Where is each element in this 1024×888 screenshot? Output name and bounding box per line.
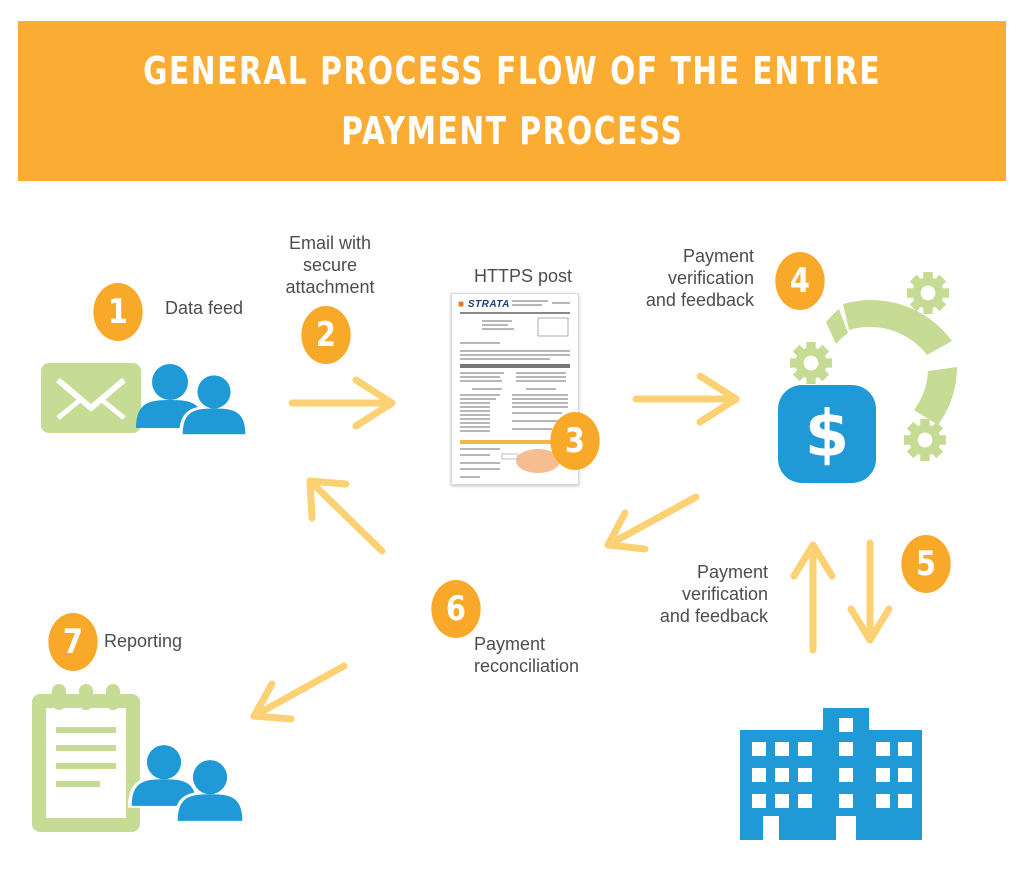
- invoice-lines: [460, 300, 570, 478]
- step-1-badge: 1: [93, 283, 143, 341]
- arrow-down: [847, 539, 893, 644]
- invoice-document-icon: ■ STRATA: [451, 293, 579, 485]
- step-2-label-line-1: Email with: [288, 233, 372, 253]
- building-icon: [740, 708, 922, 840]
- step-6-badge: 6: [431, 580, 481, 638]
- arrow-diagonal-to-2: [306, 477, 386, 555]
- users-icon: [136, 364, 249, 437]
- step-7-badge: 7: [48, 613, 98, 671]
- arrow-right-1: [288, 376, 396, 430]
- step-4-label: Payment verification and feedback: [632, 245, 754, 311]
- step-6-label-line-1: Payment: [474, 634, 546, 654]
- envelope-icon: [41, 363, 141, 433]
- step-3-label: HTTPS post: [474, 266, 573, 286]
- reporting-users-icon: [127, 743, 247, 823]
- step-6-label-line-2: reconciliation: [474, 656, 580, 676]
- step-2-label-line-3: attachment: [285, 277, 375, 297]
- step-2-label: Email with secure attachment: [277, 232, 383, 298]
- step-4-badge: 4: [775, 252, 825, 310]
- title-banner: GENERAL PROCESS FLOW OF THE ENTIRE PAYME…: [18, 21, 1006, 181]
- step-4-label-line-1: Payment: [682, 246, 754, 266]
- step-5-label-line-2: verification: [681, 584, 768, 604]
- step-5-label-line-3: and feedback: [659, 606, 768, 626]
- step-3-badge: 3: [550, 412, 600, 470]
- arrow-diagonal-to-7: [250, 662, 348, 723]
- step-5-label-line-1: Payment: [696, 562, 768, 582]
- title-line-1: GENERAL PROCESS FLOW OF THE ENTIRE: [142, 49, 882, 93]
- svg-text:$: $: [805, 398, 850, 472]
- step-4-label-line-2: verification: [667, 268, 754, 288]
- invoice-logo-text: STRATA: [467, 299, 510, 310]
- arrow-right-2: [632, 372, 740, 426]
- step-4-label-line-3: and feedback: [645, 290, 754, 310]
- dollar-icon: $: [778, 385, 876, 483]
- gears-icon: [790, 272, 957, 461]
- step-5-label: Payment verification and feedback: [646, 561, 768, 627]
- title-line-2: PAYMENT PROCESS: [340, 109, 684, 153]
- arrow-diagonal-to-6: [604, 493, 700, 553]
- step-2-badge: 2: [301, 306, 351, 364]
- step-2-label-line-2: secure: [302, 255, 358, 275]
- step-1-label: Data feed: [165, 298, 244, 318]
- step-5-badge: 5: [901, 535, 951, 593]
- clipboard-icon: [32, 684, 140, 832]
- arrow-up: [790, 541, 836, 654]
- step-6-label: Payment reconciliation: [474, 633, 579, 677]
- step-7-label: Reporting: [104, 631, 183, 651]
- invoice-logo: ■ STRATA: [458, 299, 510, 310]
